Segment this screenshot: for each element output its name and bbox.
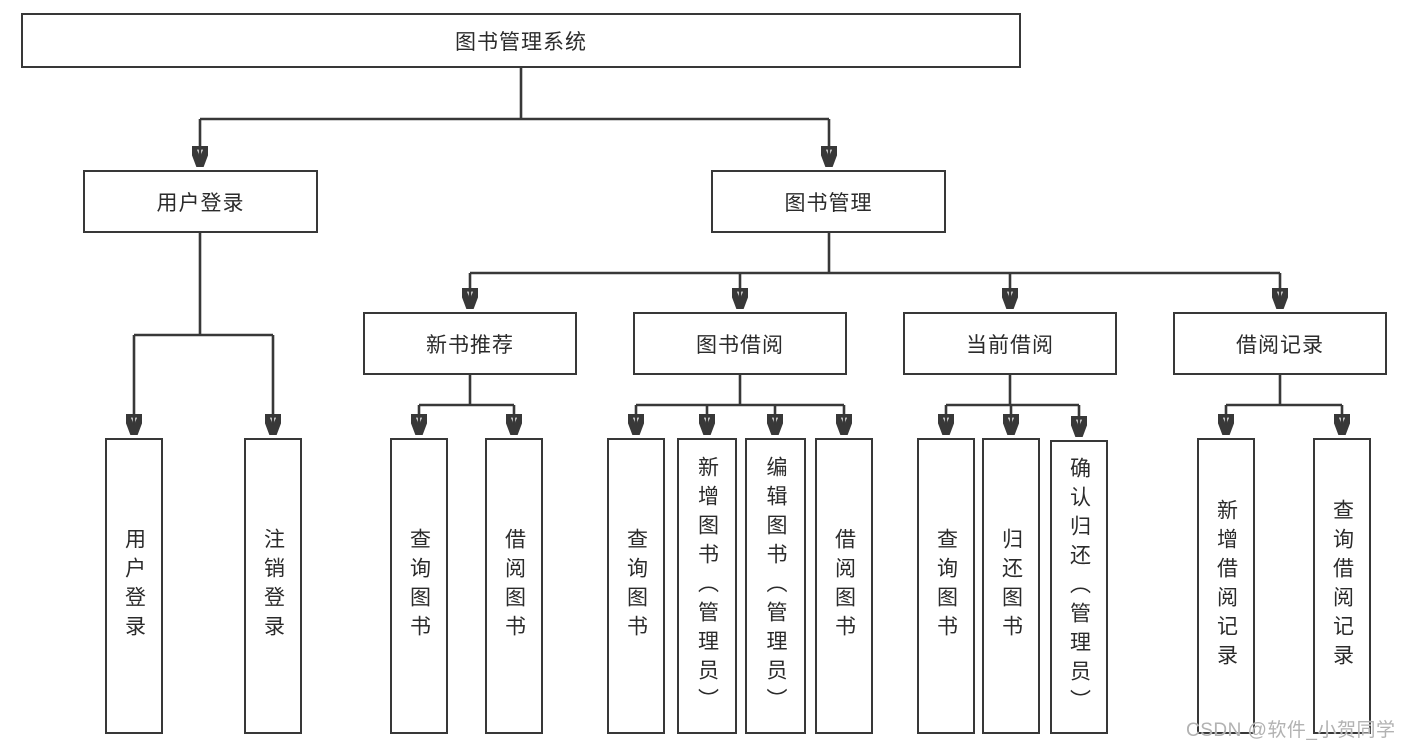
leaf-edit-book-admin: 编辑图书（管理员） xyxy=(745,438,806,734)
node-label: 当前借阅 xyxy=(966,333,1054,357)
node-label: 借阅图书 xyxy=(502,528,526,644)
node-label: 图书管理系统 xyxy=(455,30,587,54)
node-book-borrowing: 图书借阅 xyxy=(633,312,847,375)
node-label: 查询图书 xyxy=(407,528,431,644)
node-label: 查询借阅记录 xyxy=(1330,499,1354,673)
leaf-query-books-current: 查询图书 xyxy=(917,438,975,734)
node-label: 归还图书 xyxy=(999,528,1023,644)
leaf-logout: 注销登录 xyxy=(244,438,302,734)
node-label: 图书管理 xyxy=(784,191,873,215)
leaf-confirm-return-admin: 确认归还（管理员） xyxy=(1050,440,1108,734)
csdn-watermark: CSDN @软件_小贺同学 xyxy=(1186,720,1396,741)
leaf-query-books-recommend: 查询图书 xyxy=(390,438,448,734)
leaf-query-books-borrowing: 查询图书 xyxy=(607,438,665,734)
node-label: 用户登录 xyxy=(122,528,146,644)
leaf-add-borrow-record: 新增借阅记录 xyxy=(1197,438,1255,734)
leaf-return-book: 归还图书 xyxy=(982,438,1040,734)
leaf-query-borrow-record: 查询借阅记录 xyxy=(1313,438,1371,734)
node-book-management: 图书管理 xyxy=(711,170,946,233)
node-label: 查询图书 xyxy=(934,528,958,644)
leaf-borrow-books-recommend: 借阅图书 xyxy=(485,438,543,734)
leaf-user-login: 用户登录 xyxy=(105,438,163,734)
node-label: 新书推荐 xyxy=(426,333,514,357)
node-user-login: 用户登录 xyxy=(83,170,318,233)
node-label: 注销登录 xyxy=(261,528,285,644)
node-label: 借阅图书 xyxy=(832,528,856,644)
leaf-add-book-admin: 新增图书（管理员） xyxy=(677,438,737,734)
node-label: 确认归还（管理员） xyxy=(1067,456,1091,718)
node-label: 新增图书（管理员） xyxy=(695,455,719,717)
node-borrowing-records: 借阅记录 xyxy=(1173,312,1387,375)
node-label: 查询图书 xyxy=(624,528,648,644)
node-new-book-recommend: 新书推荐 xyxy=(363,312,577,375)
leaf-borrow-books: 借阅图书 xyxy=(815,438,873,734)
node-current-borrowing: 当前借阅 xyxy=(903,312,1117,375)
node-label: 借阅记录 xyxy=(1236,333,1324,357)
node-root-system: 图书管理系统 xyxy=(21,13,1021,68)
node-label: 编辑图书（管理员） xyxy=(764,455,787,717)
node-label: 用户登录 xyxy=(156,191,245,215)
node-label: 新增借阅记录 xyxy=(1214,499,1238,673)
node-label: 图书借阅 xyxy=(696,333,784,357)
